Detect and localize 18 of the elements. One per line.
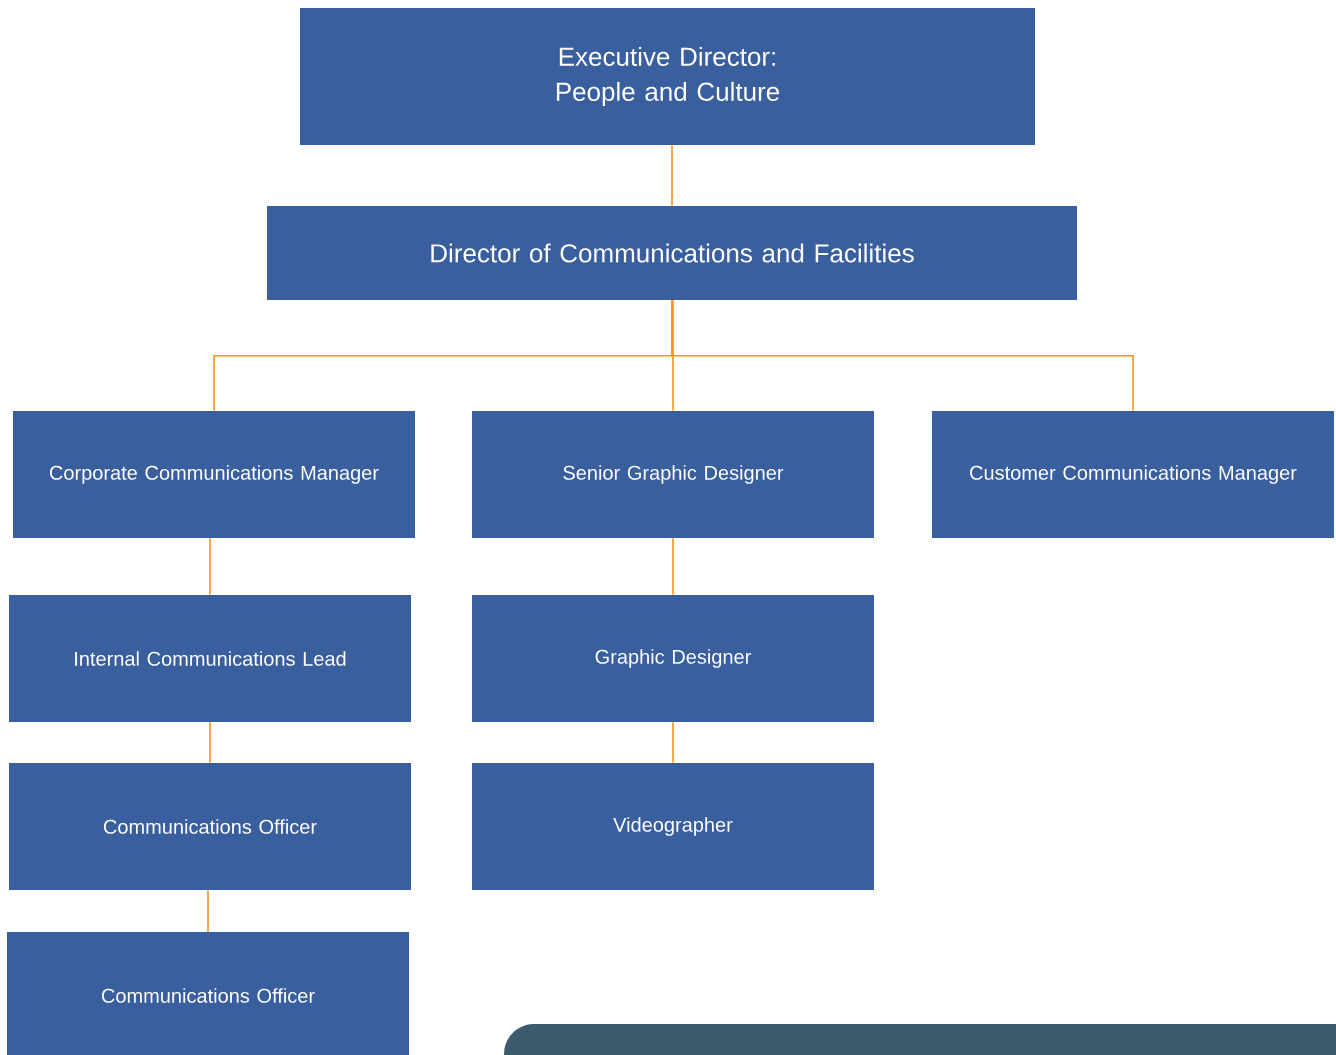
connector-line: [672, 299, 674, 412]
position-box: Senior Graphic Designer: [472, 411, 874, 538]
connector-line: [209, 721, 211, 764]
position-box: Videographer: [472, 763, 874, 890]
connector-line: [672, 721, 674, 764]
position-box: Graphic Designer: [472, 595, 874, 722]
position-box: Corporate Communications Manager: [13, 411, 415, 538]
position-box: Communications Officer: [9, 763, 411, 890]
position-box: Customer Communications Manager: [932, 411, 1334, 538]
position-box: Internal Communications Lead: [9, 595, 411, 722]
connector-line: [672, 537, 674, 596]
connector-line: [671, 144, 673, 207]
position-box: Director of Communications and Facilities: [267, 206, 1077, 300]
connector-line: [671, 299, 1134, 412]
connector-line: [207, 889, 209, 933]
position-box: Communications Officer: [7, 932, 409, 1055]
position-box: Executive Director: People and Culture: [300, 8, 1035, 145]
connector-line: [209, 537, 211, 596]
